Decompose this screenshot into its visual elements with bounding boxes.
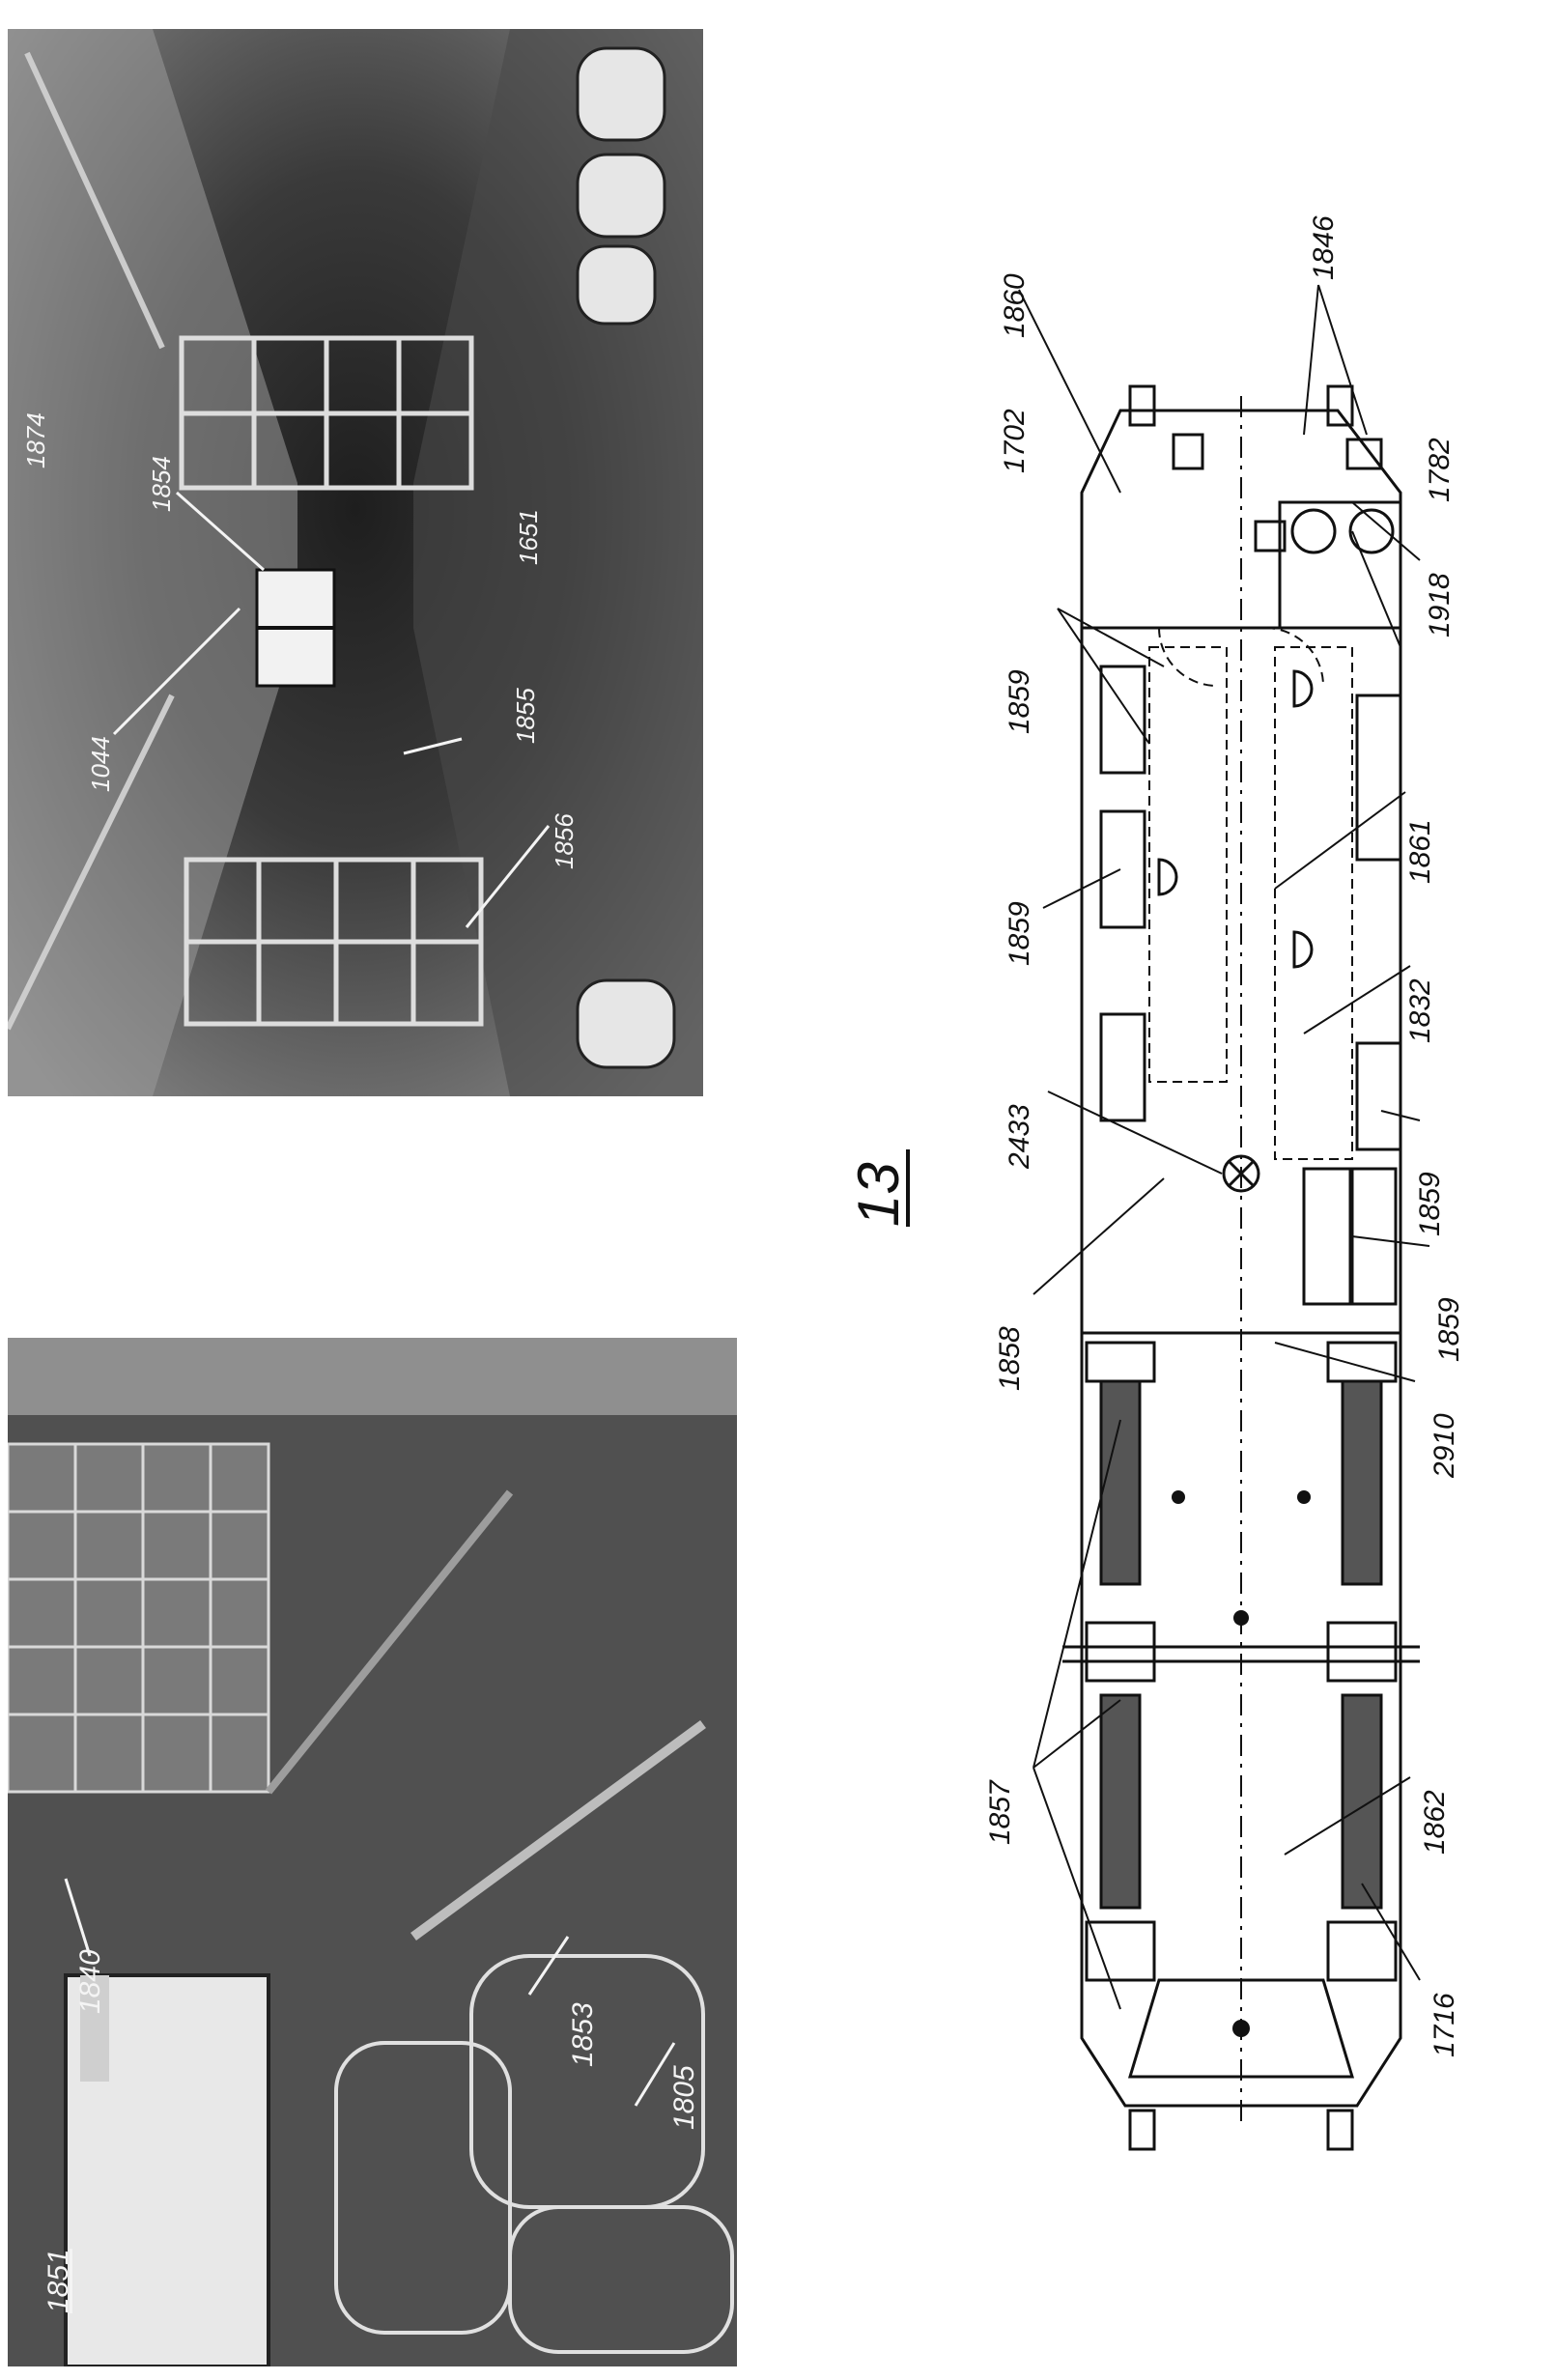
plan-label-1918: 1918 <box>1424 573 1456 638</box>
top-label-1856: 1856 <box>550 813 579 869</box>
plan-hull <box>1080 409 1402 2108</box>
top-label-1854: 1854 <box>147 456 176 512</box>
plan-label-1846: 1846 <box>1308 215 1340 280</box>
bottom-label-1851: 1851 <box>42 2249 74 2313</box>
plan-label-2433: 2433 <box>1004 1104 1035 1170</box>
plan-label-1858: 1858 <box>994 1326 1026 1391</box>
plan-label-1716: 1716 <box>1429 1993 1460 2057</box>
bottom-label-1805: 1805 <box>668 2065 700 2130</box>
top-photo-image: 1874 1854 1651 1044 1855 1856 <box>8 29 703 1096</box>
plan-fan-symbol <box>1222 1154 1260 1193</box>
plan-label-1859d: 1859 <box>1433 1297 1465 1362</box>
plan-label-1860: 1860 <box>999 273 1031 338</box>
bottom-photo-image: 1851 1840 1853 1805 <box>8 1338 737 2366</box>
plan-label-1861: 1861 <box>1404 819 1436 884</box>
plan-label-2910: 2910 <box>1429 1413 1460 1479</box>
plan-label-1859c: 1859 <box>1414 1172 1446 1236</box>
bottom-label-1840: 1840 <box>74 1949 106 2014</box>
top-label-1044: 1044 <box>86 736 115 792</box>
top-label-1651: 1651 <box>514 509 543 565</box>
plan-label-1862: 1862 <box>1419 1790 1451 1855</box>
figure-number-text: 13 <box>846 1162 911 1227</box>
plan-label-1859a: 1859 <box>1004 669 1035 734</box>
top-label-1855: 1855 <box>511 688 540 744</box>
figure-number: 13 <box>846 1149 911 1227</box>
bottom-photo: 1851 1840 1853 1805 <box>8 1338 737 2366</box>
floor-plan: 1860 1702 1859 1859 2433 1858 1857 1846 … <box>984 215 1465 2151</box>
top-photo: 1874 1854 1651 1044 1855 1856 <box>8 29 703 1096</box>
plan-label-1857: 1857 <box>984 1779 1016 1845</box>
plan-label-1832: 1832 <box>1404 978 1436 1043</box>
plan-label-1782: 1782 <box>1424 438 1456 502</box>
bottom-label-1853: 1853 <box>567 2002 599 2067</box>
plan-label-1702: 1702 <box>999 409 1031 473</box>
top-label-1874: 1874 <box>21 412 50 468</box>
plan-label-1859b: 1859 <box>1004 901 1035 966</box>
